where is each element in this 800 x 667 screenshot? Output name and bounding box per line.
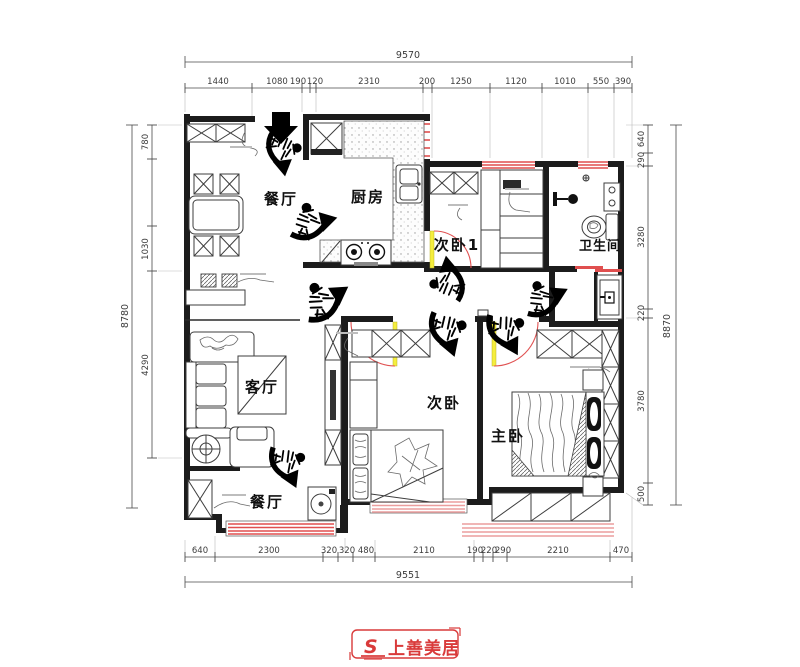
room-label-bathroom: 卫生间 — [579, 238, 621, 254]
washing-machine-icon — [307, 486, 337, 521]
svg-text:3280: 3280 — [637, 226, 647, 248]
kitchen-counter — [319, 120, 425, 263]
walking-person-icon — [268, 442, 310, 492]
sliding-door-bathroom — [575, 266, 622, 272]
svg-text:4290: 4290 — [141, 354, 151, 376]
dining-chairs — [193, 173, 240, 257]
room-label-dining-bottom: 餐厅 — [250, 493, 284, 511]
kitchen-fixtures — [310, 120, 425, 266]
nightstand-icon — [582, 369, 604, 391]
brand-logo: S 上善美居 — [349, 627, 461, 660]
room-label-kitchen: 厨房 — [351, 188, 385, 206]
shower-icon — [553, 192, 578, 206]
armchair-icon — [229, 426, 275, 468]
svg-text:2310: 2310 — [358, 77, 380, 87]
room-label-bedroom2-1: 次卧1 — [434, 236, 480, 254]
door-leaf-bedroom2-1 — [429, 230, 435, 269]
room-label-master: 主卧 — [491, 427, 525, 445]
svg-text:640: 640 — [637, 131, 647, 147]
svg-text:780: 780 — [141, 134, 151, 150]
room-label-dining-top: 餐厅 — [264, 190, 298, 208]
svg-text:2110: 2110 — [413, 546, 435, 556]
bar-counter — [185, 273, 246, 306]
bedroom2-1-cabinet — [480, 169, 544, 269]
bay-window — [462, 492, 614, 537]
svg-text:1440: 1440 — [207, 77, 229, 87]
room-label-bedroom2: 次卧 — [427, 394, 461, 412]
dining-furniture — [185, 123, 246, 306]
svg-text:470: 470 — [613, 546, 629, 556]
top-dimension-chain: 9570 1440 1080 190 120 2310 200 1250 112… — [184, 50, 633, 158]
bedroom2-1-fixtures — [429, 169, 544, 269]
tv-cabinet — [324, 324, 342, 466]
living-furniture — [185, 324, 342, 468]
bedroom2-fixtures — [349, 329, 444, 503]
svg-text:2300: 2300 — [258, 546, 280, 556]
svg-text:640: 640 — [192, 546, 208, 556]
walking-person-icon — [429, 310, 470, 359]
svg-text:3780: 3780 — [637, 390, 647, 412]
sofa-icon — [185, 331, 255, 439]
master-fixtures — [511, 329, 620, 497]
coffee-table-icon — [237, 355, 287, 415]
annotation-leaders — [213, 131, 611, 509]
svg-text:480: 480 — [358, 546, 374, 556]
dim-top-total: 9570 — [396, 50, 420, 61]
svg-text:1250: 1250 — [450, 77, 472, 87]
walking-person-icon — [291, 203, 337, 240]
svg-text:390: 390 — [615, 77, 631, 87]
svg-text:500: 500 — [637, 486, 647, 502]
left-dimension-chain: 8780 780 1030 4290 — [120, 124, 182, 509]
svg-text:2210: 2210 — [547, 546, 569, 556]
svg-text:550: 550 — [593, 77, 609, 87]
stove-icon — [340, 239, 392, 266]
kitchen-sink-icon — [395, 164, 423, 204]
tv-icon — [330, 370, 336, 420]
dining-table — [188, 195, 244, 235]
svg-text:320: 320 — [339, 546, 355, 556]
svg-text:1010: 1010 — [554, 77, 576, 87]
svg-text:220: 220 — [481, 546, 497, 556]
svg-text:120: 120 — [307, 77, 323, 87]
room-labels: 餐厅 厨房 次卧1 卫生间 客厅 次卧 主卧 餐厅 — [244, 188, 621, 511]
svg-text:190: 190 — [290, 77, 306, 87]
logo-mark: S — [364, 636, 378, 658]
nightstand-icon — [582, 476, 604, 497]
walking-person-icon — [522, 275, 572, 318]
svg-text:190: 190 — [467, 546, 483, 556]
master-bed-icon — [511, 391, 605, 479]
svg-text:220: 220 — [637, 305, 647, 321]
floor-drain-icon — [582, 174, 590, 182]
right-dimension-chain: 640 290 3280 220 3780 500 8870 — [625, 124, 682, 506]
dim-bottom-total: 9551 — [396, 570, 420, 581]
svg-text:1030: 1030 — [141, 238, 151, 260]
dim-left-total: 8780 — [120, 304, 131, 328]
svg-text:200: 200 — [419, 77, 435, 87]
floor-fan-icon — [191, 434, 221, 464]
svg-text:1080: 1080 — [266, 77, 288, 87]
bathroom-fixtures — [553, 174, 623, 320]
svg-text:290: 290 — [637, 152, 647, 168]
bed2-icon — [349, 429, 444, 503]
svg-text:290: 290 — [495, 546, 511, 556]
master-closet — [601, 329, 620, 479]
fridge-icon — [310, 122, 343, 155]
bottom-dimension-chain: 640 2300 320 320 480 2110 190 220 290 22… — [184, 497, 633, 588]
svg-text:320: 320 — [321, 546, 337, 556]
room-label-living: 客厅 — [244, 378, 279, 396]
logo-text: 上善美居 — [388, 638, 460, 659]
bathroom-cabinet-icon — [603, 182, 621, 212]
entrance-arrow — [264, 112, 298, 144]
dining-bottom-fixtures — [187, 479, 337, 521]
toilet-icon — [581, 213, 619, 241]
dim-right-total: 8870 — [662, 314, 673, 338]
wash-vanity-icon — [596, 274, 623, 320]
svg-text:1120: 1120 — [505, 77, 527, 87]
